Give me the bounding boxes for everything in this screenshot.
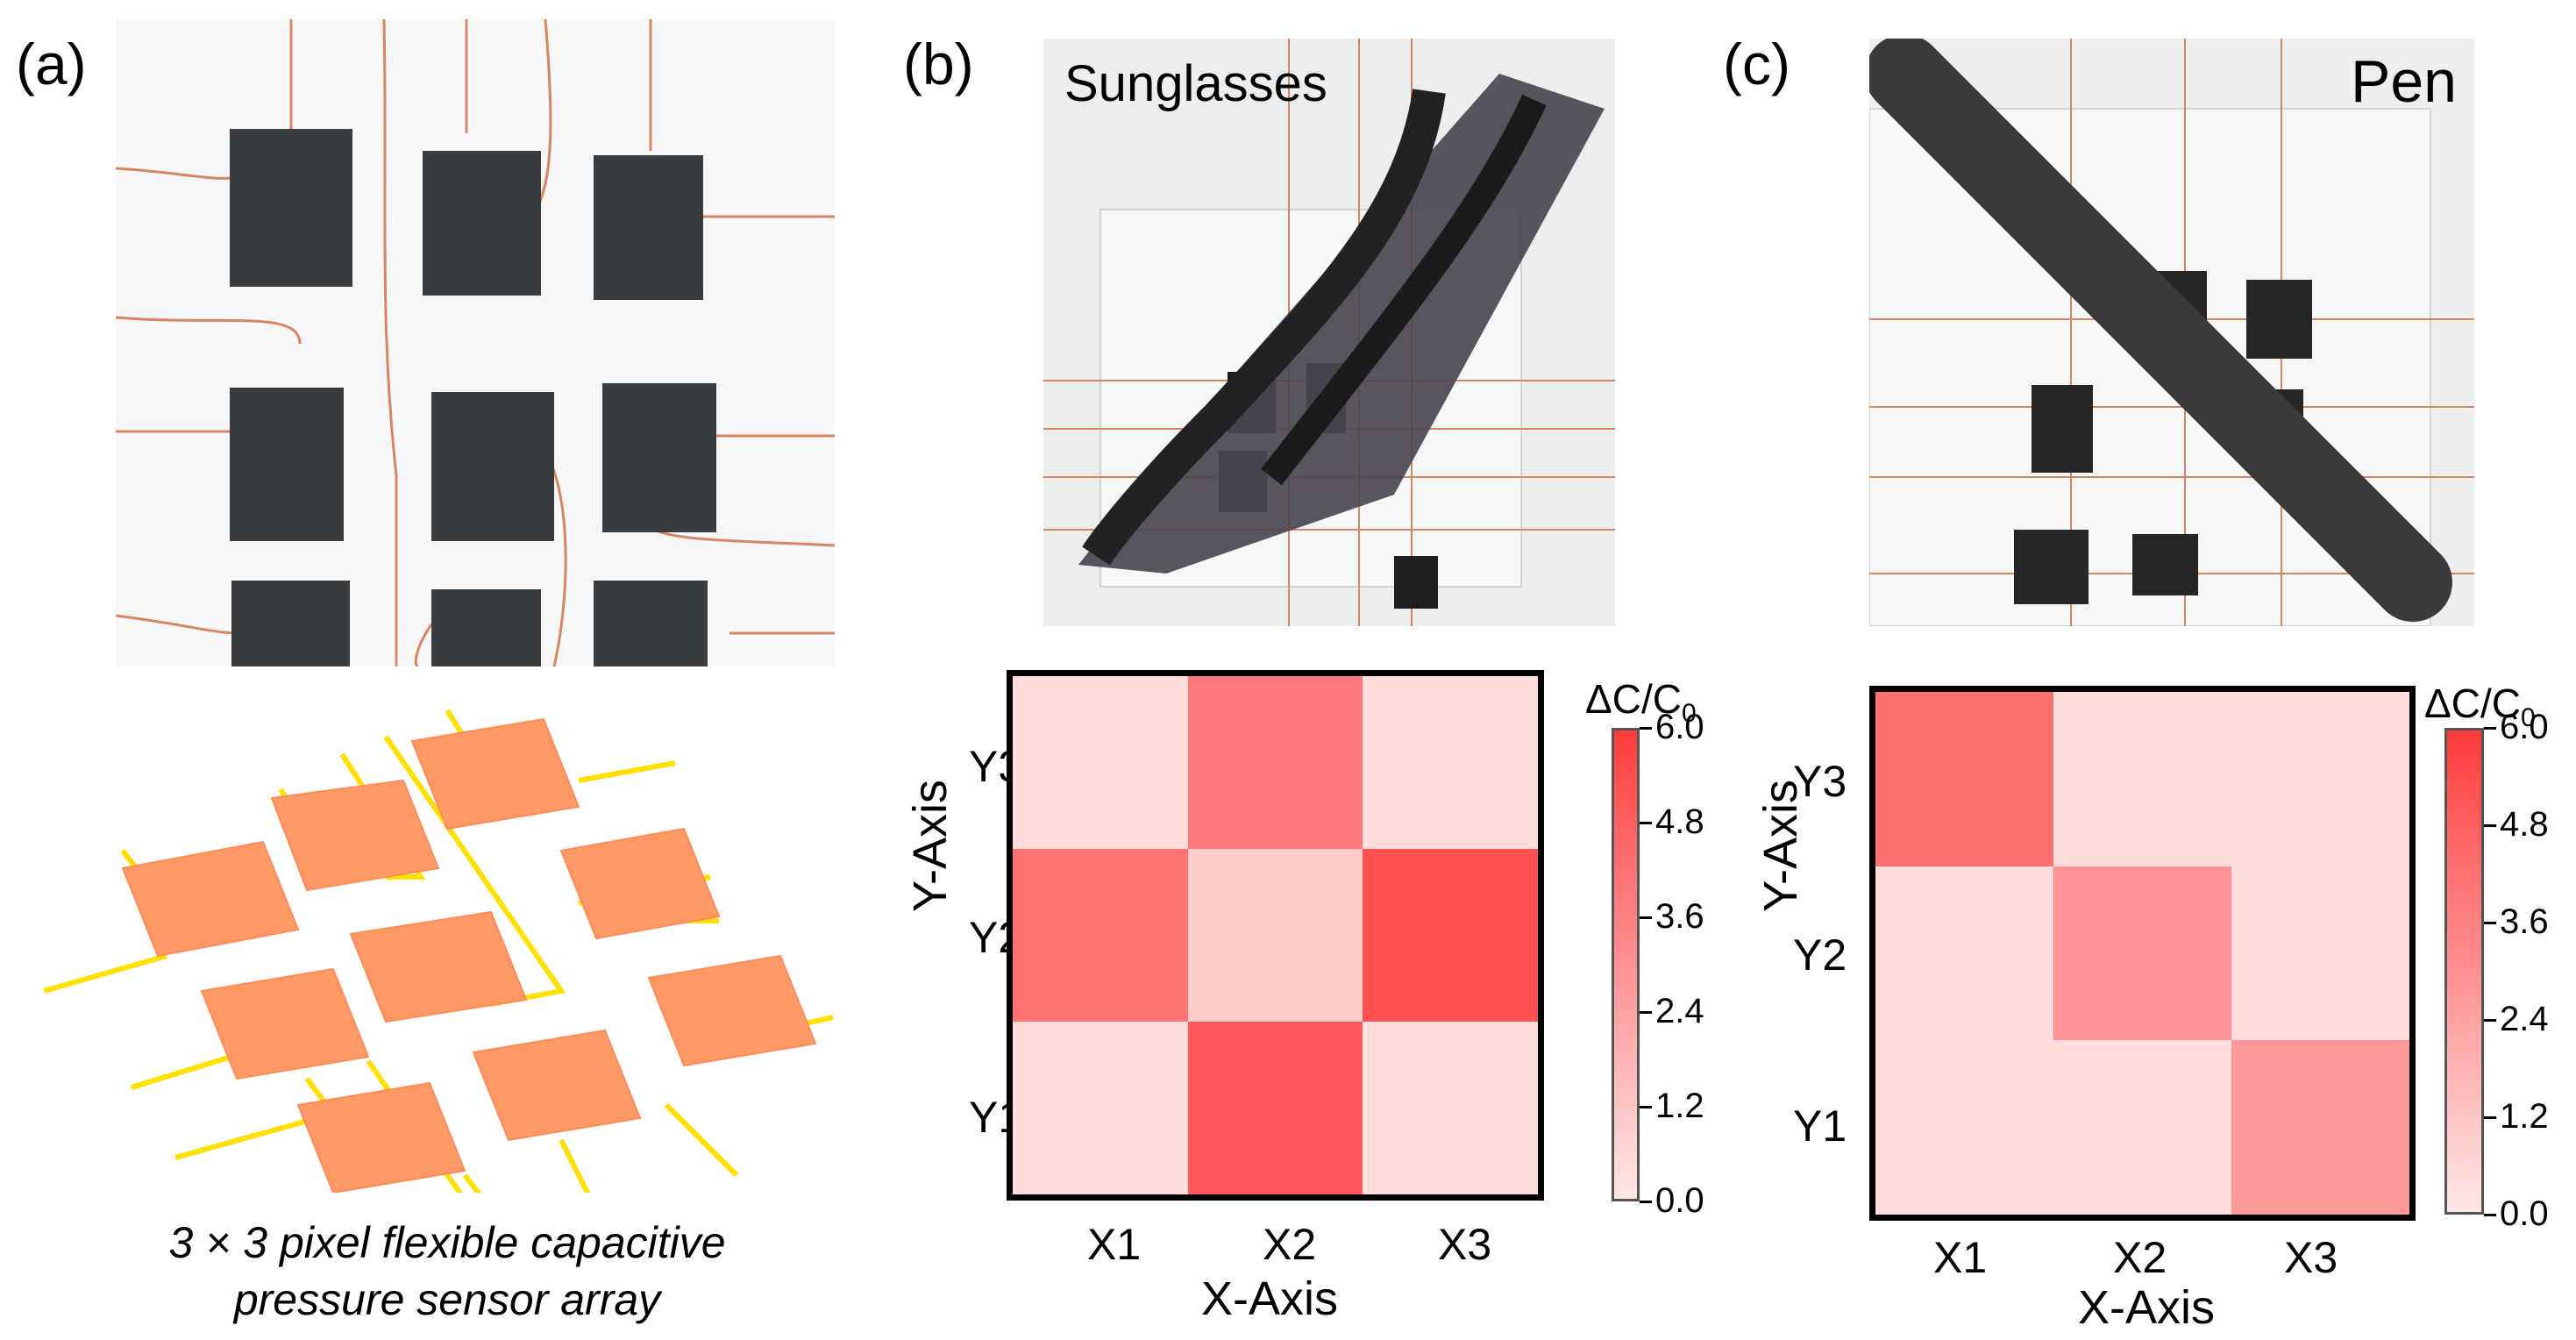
- colorbar-c-title-sub: 0: [2520, 703, 2536, 733]
- heatmap-c-grid: [1869, 686, 2416, 1221]
- colorbar-tick-label: 4.8: [2500, 805, 2549, 844]
- sensor-array-illustration: [35, 702, 842, 1283]
- sensor-array-photo-drawing: [116, 19, 835, 666]
- heatmap-b-ylabel: Y-Axis: [904, 779, 957, 912]
- heatmap-cell-y2-x1: [1875, 866, 2053, 1041]
- heatmap-cell-y1-x2: [1187, 1022, 1363, 1194]
- sunglasses-photo-drawing: [1043, 39, 1615, 626]
- heatmap-b-xtick-x1: X1: [1087, 1220, 1142, 1269]
- colorbar-b: [1612, 728, 1640, 1201]
- pen-photo-drawing: [1869, 39, 2474, 626]
- heatmap-cell-y3-x1: [1013, 676, 1188, 849]
- panel-label-a: (a): [16, 32, 87, 96]
- heatmap-cell-y1-x1: [1875, 1040, 2053, 1215]
- colorbar-tick-mark: [1640, 822, 1652, 824]
- colorbar-c-title: ΔC/C0: [2424, 680, 2536, 733]
- colorbar-b-title-sub: 0: [1681, 699, 1697, 729]
- panel-label-c: (c): [1723, 32, 1790, 96]
- illustration-caption: 3 × 3 pixel flexible capacitive pressure…: [53, 1215, 842, 1329]
- colorbar-tick-mark: [2484, 1116, 2496, 1119]
- heatmap-b-xtick-x3: X3: [1438, 1220, 1492, 1269]
- pen-tag: Pen: [2351, 48, 2457, 115]
- caption-line-2: pressure sensor array: [233, 1275, 661, 1324]
- heatmap-c-ytick-y3: Y3: [1793, 757, 1847, 806]
- heatmap-b-xlabel: X-Axis: [1201, 1272, 1339, 1325]
- colorbar-tick-label: 2.4: [2500, 1000, 2549, 1038]
- panel-label-b: (b): [903, 32, 974, 96]
- heatmap-c-xtick-x2: X2: [2113, 1233, 2167, 1282]
- colorbar-tick-mark: [2484, 1214, 2496, 1216]
- colorbar-c-title-main: ΔC/C: [2424, 681, 2521, 726]
- heatmap-c-xtick-x1: X1: [1933, 1233, 1988, 1282]
- heatmap-cell-y1-x1: [1013, 1022, 1188, 1194]
- heatmap-b-grid: [1007, 670, 1544, 1201]
- heatmap-cell-y2-x3: [2231, 866, 2409, 1041]
- pen-photo: Pen: [1869, 39, 2474, 626]
- heatmap-c-ytick-y1: Y1: [1793, 1101, 1847, 1151]
- heatmap-b-xtick-x2: X2: [1263, 1220, 1317, 1269]
- heatmap-c-xtick-x3: X3: [2284, 1233, 2338, 1282]
- colorbar-tick-mark: [1640, 1011, 1652, 1014]
- heatmap-cell-y1-x3: [1363, 1022, 1538, 1194]
- colorbar-tick-mark: [2484, 1019, 2496, 1022]
- colorbar-tick-label: 4.8: [1655, 802, 1704, 841]
- colorbar-tick-label: 3.6: [1655, 897, 1704, 936]
- heatmap-cell-y2-x2: [2053, 866, 2231, 1041]
- colorbar-tick-label: 0.0: [1655, 1181, 1704, 1220]
- sunglasses-photo: Sunglasses: [1043, 39, 1615, 626]
- colorbar-tick-mark: [2484, 922, 2496, 924]
- heatmap-cell-y2-x1: [1013, 849, 1188, 1022]
- sunglasses-tag: Sunglasses: [1064, 55, 1327, 112]
- colorbar-tick-mark: [1640, 916, 1652, 919]
- heatmap-cell-y3-x3: [1363, 676, 1538, 849]
- colorbar-tick-mark: [2484, 824, 2496, 827]
- colorbar-tick-label: 1.2: [2500, 1097, 2549, 1136]
- heatmap-cell-y2-x3: [1363, 849, 1538, 1022]
- colorbar-tick-label: 6.0: [1655, 708, 1704, 746]
- colorbar-tick-mark: [1640, 727, 1652, 730]
- heatmap-cell-y1-x3: [2231, 1040, 2409, 1215]
- heatmap-cell-y3-x2: [1187, 676, 1363, 849]
- sensor-array-schematic: [43, 709, 834, 1283]
- heatmap-cell-y1-x2: [2053, 1040, 2231, 1215]
- colorbar-tick-label: 3.6: [2500, 902, 2549, 941]
- colorbar-tick-mark: [2484, 727, 2496, 730]
- heatmap-cell-y2-x2: [1187, 849, 1363, 1022]
- heatmap-cell-y3-x3: [2231, 692, 2409, 866]
- colorbar-b-title-main: ΔC/C: [1585, 676, 1682, 722]
- heatmap-cell-y3-x1: [1875, 692, 2053, 866]
- colorbar-c: [2444, 728, 2484, 1215]
- heatmap-c-xlabel: X-Axis: [2078, 1281, 2216, 1334]
- colorbar-tick-label: 0.0: [2500, 1194, 2549, 1233]
- colorbar-tick-mark: [1640, 1201, 1652, 1203]
- caption-line-1: 3 × 3 pixel flexible capacitive: [168, 1218, 726, 1267]
- colorbar-tick-label: 2.4: [1655, 992, 1704, 1030]
- colorbar-b-title: ΔC/C0: [1585, 675, 1697, 729]
- heatmap-cell-y3-x2: [2053, 692, 2231, 866]
- colorbar-tick-label: 1.2: [1655, 1087, 1704, 1125]
- heatmap-c-ytick-y2: Y2: [1793, 930, 1847, 980]
- sensor-array-photo: [116, 19, 835, 666]
- colorbar-tick-mark: [1640, 1106, 1652, 1108]
- colorbar-tick-label: 6.0: [2500, 708, 2549, 746]
